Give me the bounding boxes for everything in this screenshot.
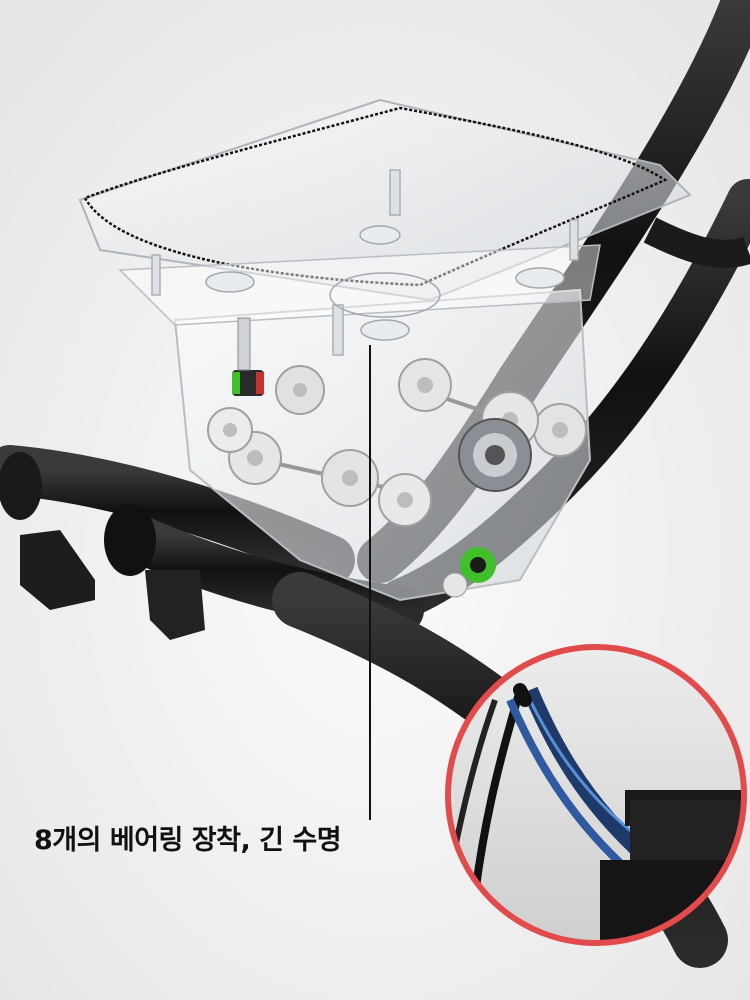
detail-inset <box>445 644 747 946</box>
handle-grips <box>0 452 205 640</box>
inset-ring <box>445 644 747 946</box>
transparent-housing <box>78 98 692 602</box>
bearings <box>207 358 587 527</box>
feature-caption: 8개의 베어링 장착, 긴 수명 <box>34 825 342 856</box>
accent-parts <box>232 317 496 598</box>
